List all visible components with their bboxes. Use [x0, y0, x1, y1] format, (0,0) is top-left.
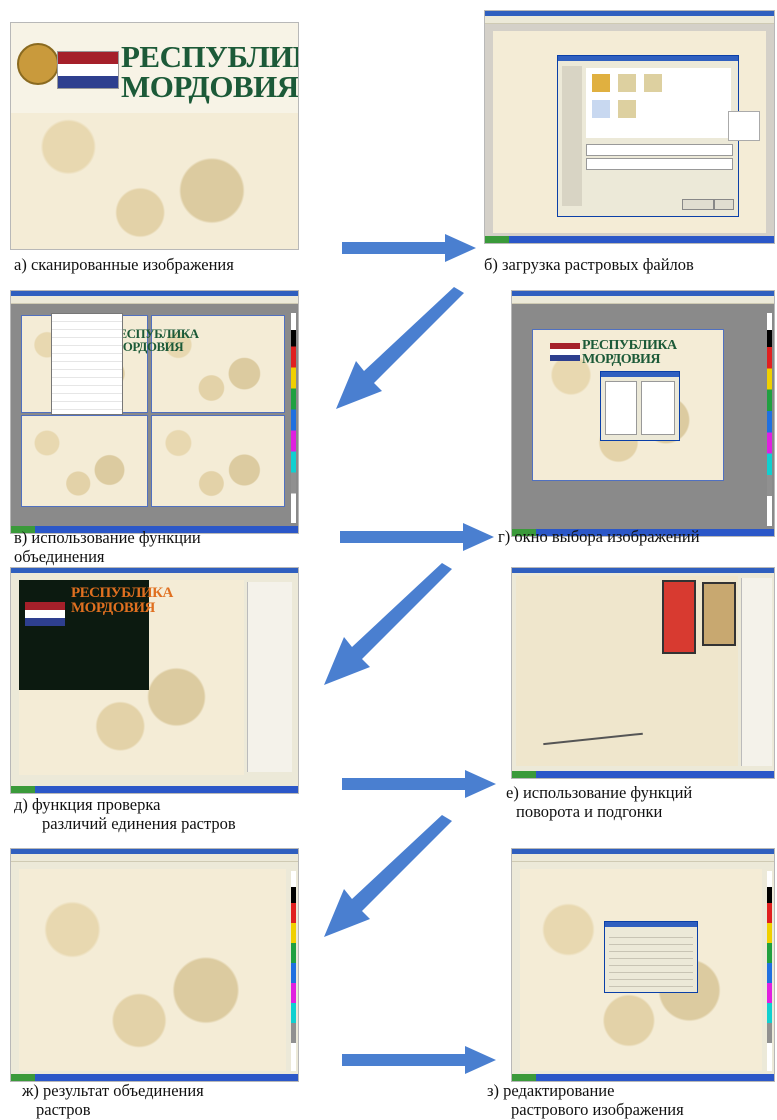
panel-a-scanned-image: РЕСПУБЛИКА МОРДОВИЯ — [10, 22, 299, 250]
flag-icon — [550, 343, 580, 361]
arrow-right-icon — [340, 523, 494, 551]
image-select-dialog — [600, 371, 680, 441]
map-title-line1: РЕСПУБЛИКА — [121, 39, 298, 74]
caption-z: з) редактирование растрового изображения — [487, 1081, 684, 1119]
arrow-down-left-icon — [324, 563, 452, 685]
arrow-down-left-icon — [336, 287, 464, 409]
emblem-icon — [17, 43, 59, 85]
arrow-right-icon — [342, 1046, 496, 1074]
caption-zh: ж) результат объединения растров — [22, 1081, 204, 1119]
open-file-dialog — [557, 55, 739, 217]
panel-e-rotation-fitting — [511, 567, 775, 779]
arrow-right-icon — [342, 234, 476, 262]
dark-overlay — [19, 580, 149, 690]
figure-illustration — [702, 582, 736, 646]
flag-icon — [25, 602, 65, 626]
caption-d: д) функция проверка различий единения ра… — [14, 795, 236, 833]
panel-z-raster-editing — [511, 848, 775, 1082]
map-title-line2: МОРДОВИЯ — [121, 69, 299, 104]
caption-e: е) использование функций поворота и подг… — [506, 783, 693, 821]
flag-icon — [57, 51, 119, 89]
caption-b: б) загрузка растровых файлов — [484, 255, 694, 274]
arrow-right-icon — [342, 770, 496, 798]
caption-a: а) сканированные изображения — [14, 255, 234, 274]
context-menu — [51, 313, 123, 415]
map-fragment — [11, 103, 298, 249]
panel-b-loading-files — [484, 10, 775, 244]
caption-v: в) использование функции объединения — [14, 528, 201, 566]
figure-illustration — [662, 580, 696, 654]
panel-zh-merge-result — [10, 848, 299, 1082]
caption-g: г) окно выбора изображений — [498, 527, 700, 546]
edit-dialog — [604, 921, 698, 993]
arrow-down-left-icon — [324, 815, 452, 937]
